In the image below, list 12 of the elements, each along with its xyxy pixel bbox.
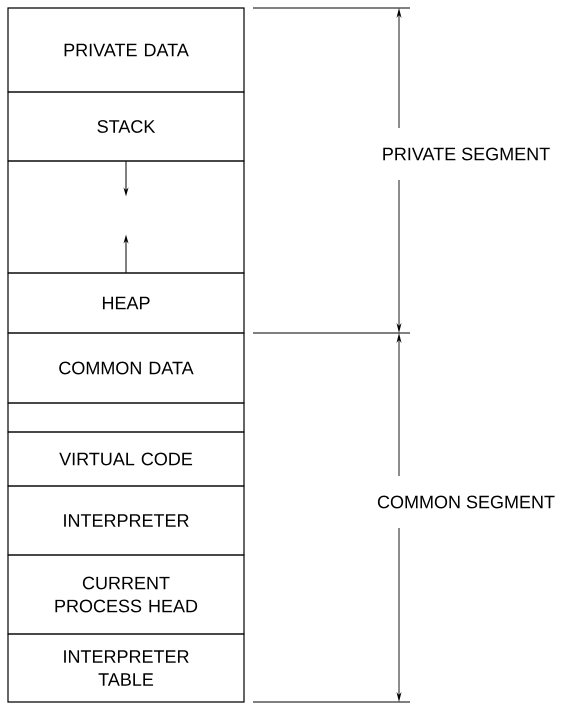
memory-block: HEAP [7,272,245,334]
memory-block: COMMON DATA [7,332,245,404]
empty-block [7,160,245,274]
empty-block [7,402,245,433]
memory-block: INTERPRETER [7,485,245,556]
memory-block: PRIVATE DATA [7,7,245,93]
memory-block: VIRTUAL CODE [7,431,245,487]
memory-block: CURRENT PROCESS HEAD [7,554,245,635]
segment-label: PRIVATE SEGMENT [383,148,550,160]
memory-block: STACK [7,91,245,162]
segment-label: COMMON SEGMENT [378,496,555,508]
memory-block: INTERPRETER TABLE [7,633,245,703]
